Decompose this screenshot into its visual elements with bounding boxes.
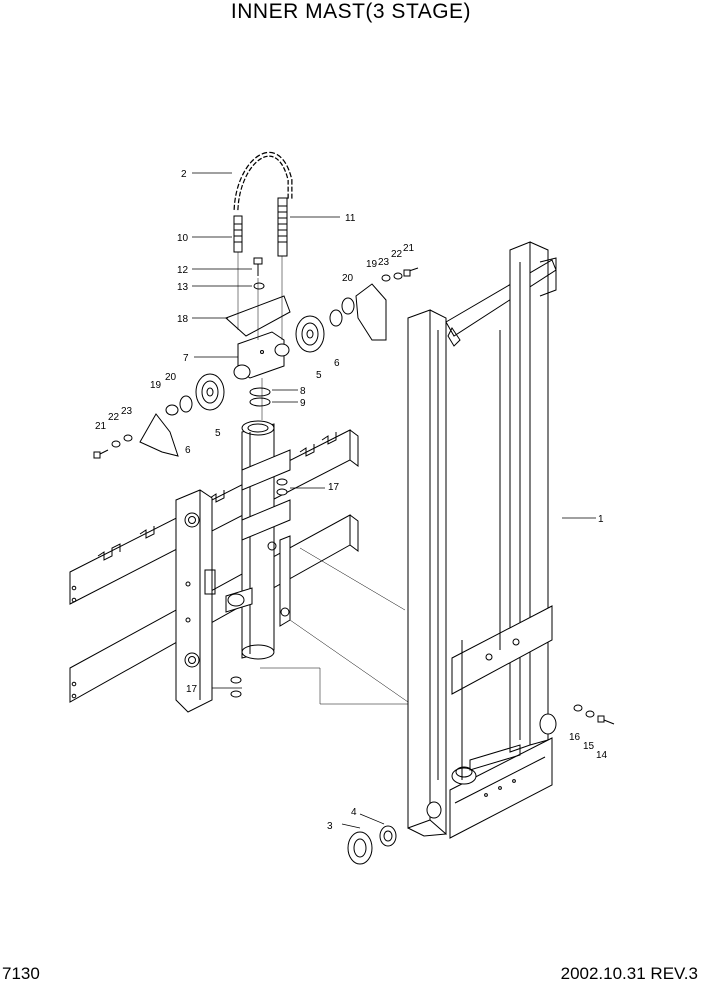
- callout-15: 15: [583, 741, 595, 752]
- nuts-17-lower: [230, 676, 242, 698]
- carriage-assembly: [69, 420, 359, 713]
- callout-20-left: 20: [165, 372, 177, 383]
- callout-5-left: 5: [215, 428, 221, 439]
- nuts-17-upper: [276, 478, 288, 496]
- washer-20-left: [165, 404, 179, 416]
- washer-20-right: [341, 297, 355, 315]
- lower-roller: [347, 831, 373, 865]
- page-title: INNER MAST(3 STAGE): [230, 0, 472, 23]
- callout-7: 7: [183, 353, 189, 364]
- roller-right: [295, 315, 325, 353]
- shim-right: [329, 309, 343, 327]
- callout-1: 1: [598, 514, 604, 525]
- roller-bracket-left: [139, 413, 179, 457]
- nut-13: [253, 282, 265, 290]
- leader-lines: [192, 172, 596, 829]
- washer-9: [249, 397, 271, 407]
- long-anchor-bolt: [277, 197, 288, 257]
- bolt-12: [253, 257, 263, 276]
- callout-18: 18: [177, 314, 189, 325]
- callout-16: 16: [569, 732, 581, 743]
- callout-5-right: 5: [316, 370, 322, 381]
- washer-8: [249, 387, 271, 397]
- callout-22-right: 22: [391, 249, 403, 260]
- sheave-bracket: [233, 331, 290, 380]
- callout-6-right: 6: [334, 358, 340, 369]
- bolt-set-lower: [573, 704, 615, 725]
- callout-21-right: 21: [403, 243, 415, 254]
- callout-22-left: 22: [108, 412, 120, 423]
- anchor-bolt: [233, 215, 243, 253]
- callout-11: 11: [345, 213, 356, 224]
- lower-shim: [379, 825, 397, 847]
- bolt-set-left: [93, 434, 133, 459]
- callout-19-left: 19: [150, 380, 162, 391]
- callout-23-left: 23: [121, 406, 133, 417]
- bolt-set-right: [381, 267, 419, 282]
- callout-17-upper: 17: [328, 482, 340, 493]
- chain: [233, 151, 293, 211]
- callout-17-lower: 17: [186, 684, 198, 695]
- shim-left: [179, 395, 193, 413]
- callout-19-right: 19: [366, 259, 378, 270]
- callout-20-right: 20: [342, 273, 354, 284]
- part-callouts: 1 2 3 4 5 5 6 6 7 8 9 10 11 12 13 14 15 …: [95, 169, 608, 832]
- callout-8: 8: [300, 386, 306, 397]
- assembly-lines: [237, 252, 409, 705]
- roller-left: [195, 373, 225, 411]
- callout-10: 10: [177, 233, 189, 244]
- callout-2: 2: [181, 169, 187, 180]
- callout-12: 12: [177, 265, 189, 276]
- page-number: 7130: [2, 964, 40, 983]
- callout-4: 4: [351, 807, 357, 818]
- callout-6-left: 6: [185, 445, 191, 456]
- callout-13: 13: [177, 282, 189, 293]
- callout-21-left: 21: [95, 421, 107, 432]
- callout-14: 14: [596, 750, 608, 761]
- inner-mast-frame: [407, 241, 557, 839]
- revision-date: 2002.10.31 REV.3: [560, 964, 698, 983]
- callout-9: 9: [300, 398, 306, 409]
- callout-3: 3: [327, 821, 333, 832]
- callout-23-right: 23: [378, 257, 390, 268]
- roller-bracket-right: [355, 283, 387, 341]
